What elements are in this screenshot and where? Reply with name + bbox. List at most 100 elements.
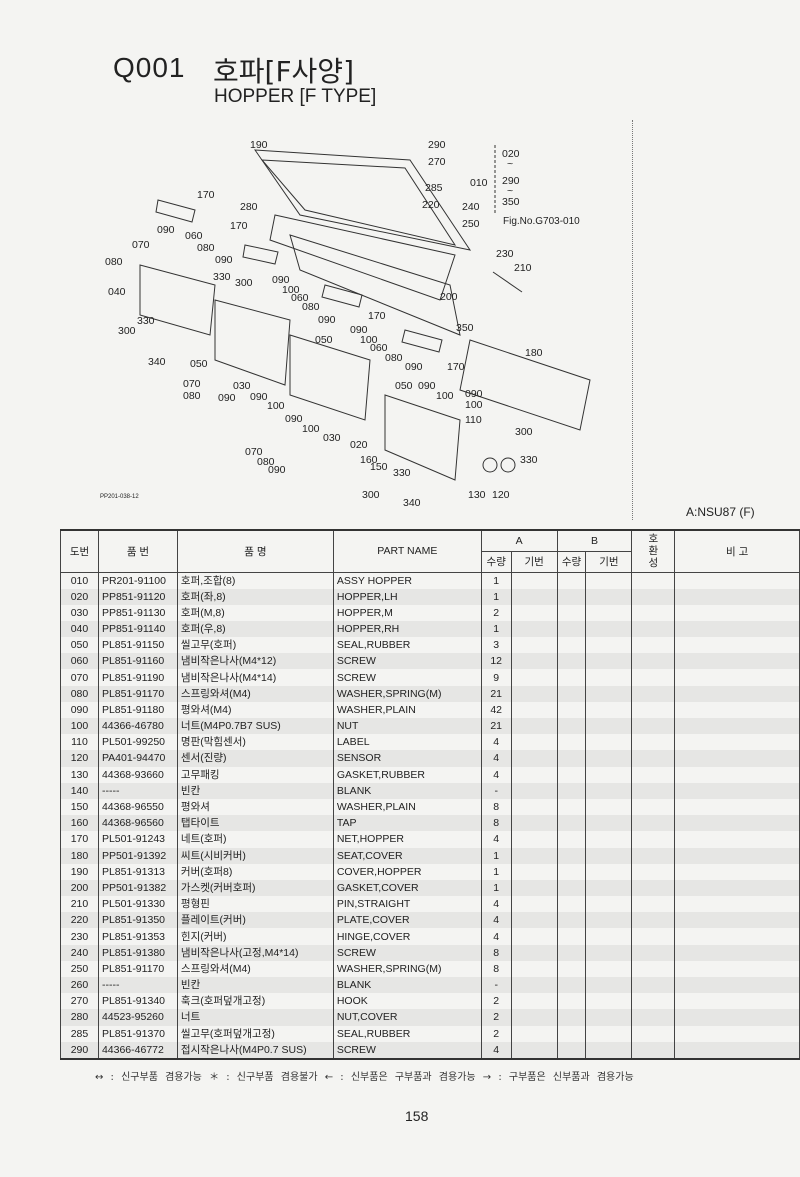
part-number: PL851-91180 [97, 701, 178, 718]
ref-no: 080 [60, 685, 99, 702]
callout-label: 130 [468, 489, 486, 501]
name-korean: 호퍼(좌,8) [176, 588, 334, 605]
ref-no: 250 [60, 960, 99, 977]
empty-cell [510, 782, 558, 799]
part-name: SEAL,RUBBER [332, 637, 482, 654]
callout-label: 020 [502, 148, 520, 160]
col-a-qty: 수량 [480, 550, 512, 573]
part-number: ----- [97, 782, 178, 799]
empty-cell [631, 896, 676, 913]
callout-label: Fig.No.G703-010 [503, 216, 580, 227]
empty-cell [556, 718, 587, 735]
qty-a: 3 [480, 637, 512, 654]
callout-label: 170 [368, 310, 386, 322]
empty-cell [510, 1025, 558, 1042]
empty-cell [510, 896, 558, 913]
part-name: BLANK [332, 977, 482, 994]
qty-a: 8 [480, 944, 512, 961]
qty-a: 8 [480, 960, 512, 977]
ref-no: 190 [60, 863, 99, 880]
name-korean: 탭타이트 [176, 815, 334, 832]
empty-cell [631, 637, 676, 654]
ref-no: 050 [60, 637, 99, 654]
empty-cell [556, 734, 587, 751]
part-name: PIN,STRAIGHT [332, 896, 482, 913]
empty-cell [556, 572, 587, 589]
part-number: PP501-91392 [97, 847, 178, 864]
part-number: PL851-91160 [97, 653, 178, 670]
drawing-code: PP201-038-12 [100, 494, 139, 500]
empty-cell [585, 944, 633, 961]
callout-label: 090 [465, 388, 483, 400]
callout-label: 030 [233, 380, 251, 392]
part-name: TAP [332, 815, 482, 832]
callout-label: 100 [436, 390, 454, 402]
empty-cell [510, 701, 558, 718]
part-number: PA401-94470 [97, 750, 178, 767]
callout-label: 270 [428, 156, 446, 168]
empty-cell [674, 588, 800, 605]
part-number: PL851-91170 [97, 960, 178, 977]
callout-label: 190 [250, 139, 268, 151]
name-korean: 커버(호퍼8) [176, 863, 334, 880]
page-number: 158 [405, 1108, 429, 1124]
part-name: WASHER,PLAIN [332, 701, 482, 718]
ref-no: 285 [60, 1025, 99, 1042]
empty-cell [510, 960, 558, 977]
name-korean: 스프링와셔(M4) [176, 685, 334, 702]
empty-cell [510, 863, 558, 880]
empty-cell [674, 944, 800, 961]
part-name: NUT,COVER [332, 1009, 482, 1026]
callout-label: 330 [213, 271, 231, 283]
part-number: 44366-46772 [97, 1041, 178, 1060]
callout-label: 100 [282, 284, 300, 296]
empty-cell [556, 750, 587, 767]
callout-label: 030 [323, 432, 341, 444]
empty-cell [631, 750, 676, 767]
callout-label: 080 [197, 242, 215, 254]
callout-label: 170 [197, 189, 215, 201]
empty-cell [585, 588, 633, 605]
empty-cell [674, 1009, 800, 1026]
ref-no: 010 [60, 572, 99, 589]
empty-cell [585, 782, 633, 799]
part-name: HOOK [332, 993, 482, 1010]
callout-label: 010 [470, 177, 488, 189]
empty-cell [585, 831, 633, 848]
callout-label: 060 [370, 342, 388, 354]
empty-cell [631, 588, 676, 605]
empty-cell [556, 847, 587, 864]
title-english: HOPPER [F TYPE] [214, 86, 377, 107]
part-number: PL501-91330 [97, 896, 178, 913]
part-number: PL501-91243 [97, 831, 178, 848]
callout-label: 080 [385, 352, 403, 364]
part-name: SEAT,COVER [332, 847, 482, 864]
col-b-model: 기번 [585, 550, 633, 573]
name-korean: 접시작은나사(M4P0.7 SUS) [176, 1041, 334, 1060]
callout-label: 150 [370, 461, 388, 473]
callout-label: ~ [507, 185, 513, 197]
callout-label: 285 [425, 182, 443, 194]
empty-cell [674, 572, 800, 589]
name-korean: 냄비작은나사(M4*14) [176, 669, 334, 686]
empty-cell [585, 863, 633, 880]
name-korean: 네트(호퍼) [176, 831, 334, 848]
empty-cell [631, 653, 676, 670]
ref-no: 020 [60, 588, 99, 605]
ref-no: 060 [60, 653, 99, 670]
empty-cell [510, 1009, 558, 1026]
part-number: 44368-96560 [97, 815, 178, 832]
callout-label: 050 [190, 358, 208, 370]
qty-a: 4 [480, 928, 512, 945]
callout-label: 050 [395, 380, 413, 392]
empty-cell [585, 815, 633, 832]
callout-label: 090 [215, 254, 233, 266]
empty-cell [556, 604, 587, 621]
qty-a: 1 [480, 863, 512, 880]
callout-label: 160 [360, 454, 378, 466]
callout-label: 100 [267, 400, 285, 412]
